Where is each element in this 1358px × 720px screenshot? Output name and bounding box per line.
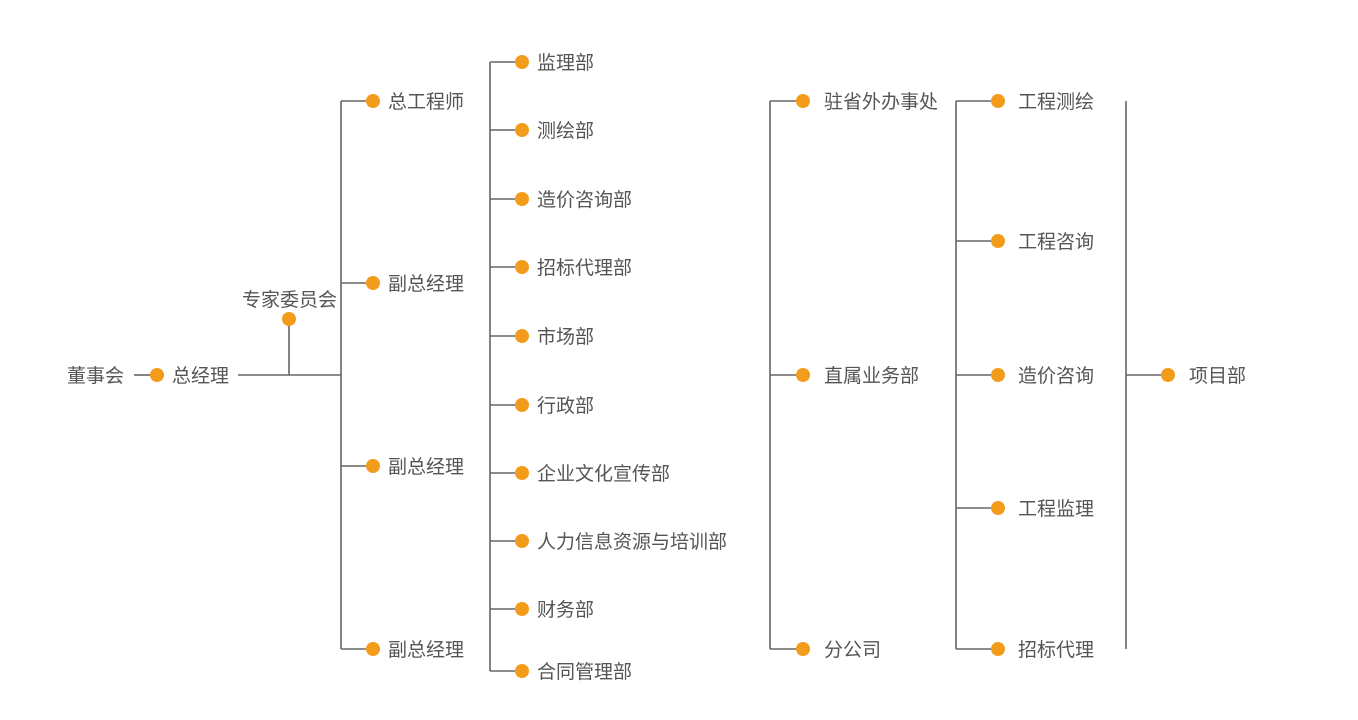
department-dot bbox=[515, 123, 529, 137]
project-node: 项目部 bbox=[1161, 365, 1246, 387]
executive-dot bbox=[366, 642, 380, 656]
executive-label: 副总经理 bbox=[388, 273, 464, 295]
department-label: 企业文化宣传部 bbox=[537, 463, 670, 485]
service-label: 造价咨询 bbox=[1018, 365, 1094, 387]
connector-lines bbox=[134, 61, 1161, 672]
branch-label: 驻省外办事处 bbox=[824, 91, 938, 113]
department-label: 人力信息资源与培训部 bbox=[537, 531, 727, 553]
service-label: 招标代理 bbox=[1018, 639, 1094, 661]
service-nodes: 工程测绘 工程咨询 造价咨询 工程监理 招标代理 bbox=[991, 91, 1094, 661]
service-dot bbox=[991, 234, 1005, 248]
department-label: 市场部 bbox=[537, 326, 594, 348]
department-label: 财务部 bbox=[537, 599, 594, 621]
executive-dot bbox=[366, 459, 380, 473]
root-nodes: 董事会 总经理 专家委员会 bbox=[67, 289, 337, 387]
service-dot bbox=[991, 642, 1005, 656]
executive-dot bbox=[366, 94, 380, 108]
executive-label: 副总经理 bbox=[388, 639, 464, 661]
service-label: 工程咨询 bbox=[1018, 231, 1094, 253]
gm-node-dot bbox=[150, 368, 164, 382]
gm-label: 总经理 bbox=[172, 365, 229, 387]
department-dot bbox=[515, 398, 529, 412]
service-dot bbox=[991, 94, 1005, 108]
department-label: 合同管理部 bbox=[537, 661, 632, 683]
department-dot bbox=[515, 329, 529, 343]
department-label: 造价咨询部 bbox=[537, 189, 632, 211]
service-label: 工程测绘 bbox=[1018, 91, 1094, 113]
department-label: 监理部 bbox=[537, 52, 594, 74]
department-dot bbox=[515, 602, 529, 616]
executive-label: 总工程师 bbox=[388, 91, 464, 113]
department-dot bbox=[515, 466, 529, 480]
department-nodes: 监理部 测绘部 造价咨询部 招标代理部 市场部 行政部 企业文化宣传部 人力信息… bbox=[515, 52, 727, 683]
department-label: 招标代理部 bbox=[537, 257, 632, 279]
branch-nodes: 驻省外办事处 直属业务部 分公司 bbox=[796, 91, 938, 661]
board-label: 董事会 bbox=[67, 365, 124, 387]
branch-dot bbox=[796, 94, 810, 108]
department-dot bbox=[515, 664, 529, 678]
service-dot bbox=[991, 368, 1005, 382]
department-dot bbox=[515, 192, 529, 206]
project-dot bbox=[1161, 368, 1175, 382]
department-dot bbox=[515, 260, 529, 274]
executive-dot bbox=[366, 276, 380, 290]
service-dot bbox=[991, 501, 1005, 515]
expert-committee-label: 专家委员会 bbox=[242, 289, 337, 311]
expert-committee-dot bbox=[282, 312, 296, 326]
service-label: 工程监理 bbox=[1018, 498, 1094, 520]
executive-label: 副总经理 bbox=[388, 456, 464, 478]
department-label: 测绘部 bbox=[537, 120, 594, 142]
project-label: 项目部 bbox=[1189, 365, 1246, 387]
branch-dot bbox=[796, 642, 810, 656]
department-dot bbox=[515, 55, 529, 69]
executive-nodes: 总工程师 副总经理 副总经理 副总经理 bbox=[366, 91, 464, 661]
department-dot bbox=[515, 534, 529, 548]
branch-label: 分公司 bbox=[824, 639, 881, 661]
branch-label: 直属业务部 bbox=[824, 365, 919, 387]
branch-dot bbox=[796, 368, 810, 382]
department-label: 行政部 bbox=[537, 395, 594, 417]
